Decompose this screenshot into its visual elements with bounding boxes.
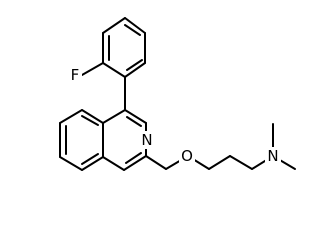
atom-mask	[68, 66, 82, 84]
bond	[59, 109, 83, 124]
bond	[102, 156, 125, 171]
bond	[59, 156, 83, 171]
bond	[102, 109, 126, 124]
amine-nitrogen-atom-label: N	[267, 147, 278, 165]
ring-nitrogen-atom-label: N	[141, 131, 152, 149]
fluorophenyl-ring	[102, 17, 146, 78]
double-bond-inner	[126, 116, 142, 127]
bond	[229, 155, 253, 170]
isoquinoline-benzo-ring	[59, 109, 104, 171]
bond	[102, 62, 126, 78]
bond	[124, 109, 147, 124]
atom-mask	[139, 131, 155, 149]
bond	[124, 62, 146, 78]
double-bond-inner	[81, 153, 99, 165]
bond	[81, 156, 104, 171]
molecule-structure-diagram: F N O N	[59, 17, 296, 171]
carbon-fluorine-bond	[81, 62, 104, 76]
bond	[208, 155, 231, 170]
fluorine-atom-label: F	[71, 66, 80, 84]
ether-oxygen-atom-label: O	[181, 147, 193, 165]
double-bond-inner	[126, 59, 143, 71]
atom-mask	[265, 147, 281, 165]
bond	[145, 155, 167, 170]
double-bond-inner	[81, 115, 99, 126]
double-bond-inner	[124, 24, 141, 36]
atom-mask	[179, 147, 195, 165]
bond	[102, 17, 126, 34]
bond	[124, 17, 146, 34]
bond	[81, 109, 104, 124]
double-bond-inner	[125, 152, 142, 164]
bond	[123, 155, 147, 171]
